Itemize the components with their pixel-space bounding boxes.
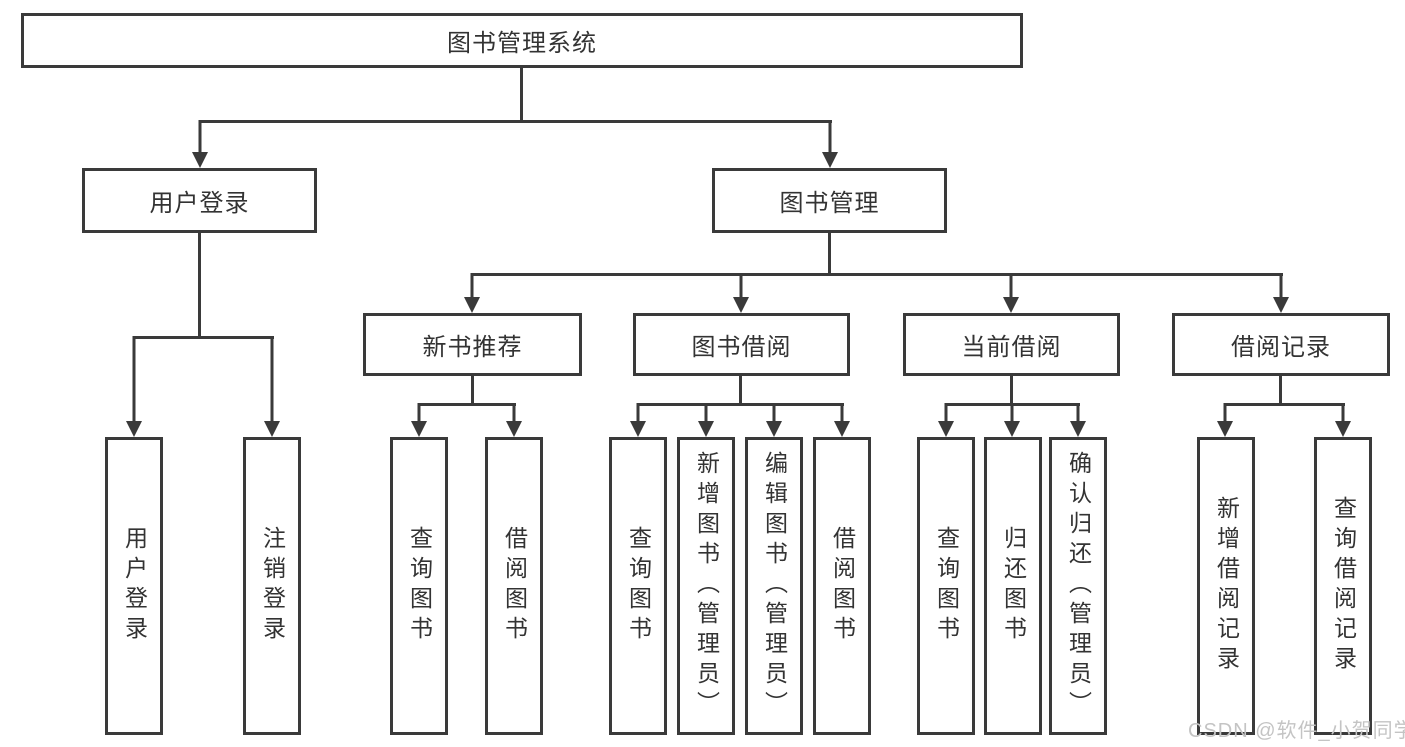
- node-label: 查询图书: [406, 526, 433, 646]
- node-leaf-borrow-books-2: 借阅图书: [813, 437, 871, 735]
- node-label: 图书借阅: [691, 334, 792, 361]
- arrow-down-icon: [126, 336, 142, 437]
- node-label: 编辑图书（管理员）: [761, 451, 788, 721]
- connector-line: [471, 273, 1283, 276]
- connector-line: [133, 336, 274, 339]
- csdn-watermark: CSDN @软件_小贺同学: [1188, 720, 1405, 742]
- connector-line: [198, 231, 201, 338]
- node-new-book-recommendation: 新书推荐: [363, 313, 582, 376]
- node-book-borrowing: 图书借阅: [633, 313, 850, 376]
- node-leaf-query-books-2: 查询图书: [609, 437, 667, 735]
- node-label: 注销登录: [259, 526, 286, 646]
- node-leaf-edit-books-admin: 编辑图书（管理员）: [745, 437, 803, 735]
- arrow-down-icon: [1273, 273, 1289, 313]
- connector-line: [471, 374, 474, 405]
- connector-line: [199, 120, 832, 123]
- connector-line: [739, 374, 742, 405]
- arrow-down-icon: [1335, 403, 1351, 437]
- arrow-down-icon: [1003, 273, 1019, 313]
- node-leaf-user-login: 用户登录: [105, 437, 163, 735]
- connector-line: [520, 66, 523, 122]
- arrow-down-icon: [766, 403, 782, 437]
- arrow-down-icon: [938, 403, 954, 437]
- arrow-down-icon: [733, 273, 749, 313]
- arrow-down-icon: [698, 403, 714, 437]
- node-leaf-logout: 注销登录: [243, 437, 301, 735]
- arrow-down-icon: [506, 403, 522, 437]
- node-label: 当前借阅: [961, 334, 1062, 361]
- node-book-management: 图书管理: [712, 168, 947, 233]
- connector-line: [1224, 403, 1345, 406]
- connector-line: [1279, 374, 1282, 405]
- node-label: 借阅图书: [829, 526, 856, 646]
- node-label: 确认归还（管理员）: [1065, 451, 1092, 721]
- node-label: 图书管理系统: [447, 30, 597, 57]
- node-label: 新增图书（管理员）: [693, 451, 720, 721]
- arrow-down-icon: [264, 336, 280, 437]
- node-borrowing-records: 借阅记录: [1172, 313, 1390, 376]
- node-leaf-borrow-books: 借阅图书: [485, 437, 543, 735]
- node-leaf-confirm-return-admin: 确认归还（管理员）: [1049, 437, 1107, 735]
- arrow-down-icon: [822, 120, 838, 168]
- node-label: 用户登录: [121, 526, 148, 646]
- arrow-down-icon: [192, 120, 208, 168]
- node-library-management-system: 图书管理系统: [21, 13, 1023, 68]
- node-user-login: 用户登录: [82, 168, 317, 233]
- node-leaf-query-books-3: 查询图书: [917, 437, 975, 735]
- node-leaf-add-books-admin: 新增图书（管理员）: [677, 437, 735, 735]
- arrow-down-icon: [1070, 403, 1086, 437]
- node-label: 借阅记录: [1231, 334, 1331, 361]
- connector-line: [418, 403, 516, 406]
- node-label: 查询图书: [933, 526, 960, 646]
- arrow-down-icon: [834, 403, 850, 437]
- arrow-down-icon: [411, 403, 427, 437]
- arrow-down-icon: [1004, 403, 1020, 437]
- node-leaf-add-borrow-record: 新增借阅记录: [1197, 437, 1255, 735]
- node-label: 用户登录: [149, 190, 250, 217]
- connector-line: [828, 231, 831, 275]
- node-label: 图书管理: [779, 190, 880, 217]
- node-label: 查询借阅记录: [1330, 496, 1357, 676]
- connector-line: [637, 403, 844, 406]
- node-label: 新增借阅记录: [1213, 496, 1240, 676]
- node-leaf-query-books: 查询图书: [390, 437, 448, 735]
- node-leaf-return-books: 归还图书: [984, 437, 1042, 735]
- node-leaf-query-borrow-record: 查询借阅记录: [1314, 437, 1372, 735]
- node-label: 借阅图书: [501, 526, 528, 646]
- node-label: 归还图书: [1000, 526, 1027, 646]
- node-label: 新书推荐: [422, 334, 523, 361]
- connector-line: [1010, 374, 1013, 405]
- arrow-down-icon: [1217, 403, 1233, 437]
- arrow-down-icon: [630, 403, 646, 437]
- node-label: 查询图书: [625, 526, 652, 646]
- node-current-borrowing: 当前借阅: [903, 313, 1120, 376]
- arrow-down-icon: [464, 273, 480, 313]
